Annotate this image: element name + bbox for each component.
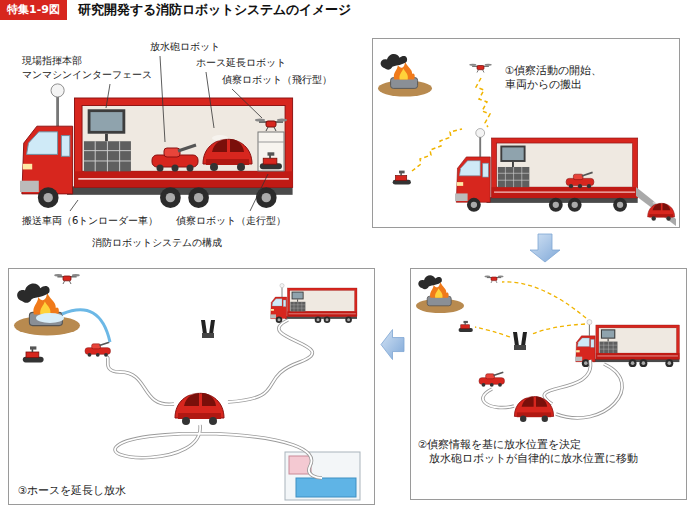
water-spray <box>62 310 110 342</box>
figure-badge: 特集1-9図 <box>0 0 67 20</box>
fire-hose-part <box>106 357 174 404</box>
fire-hose-part <box>544 360 590 404</box>
part-label: 偵察ロボット（走行型） <box>176 214 286 228</box>
crawler-robot <box>260 152 282 169</box>
transport-truck <box>20 84 293 208</box>
relay-antenna <box>201 320 215 338</box>
leader-line-part <box>206 72 214 128</box>
drone-cage <box>258 142 284 143</box>
badge-text: 特集1-9図 <box>7 3 60 17</box>
crawler-robot <box>393 171 411 185</box>
radio-signal <box>475 282 586 337</box>
radio-signal-part <box>476 78 490 127</box>
fire-hose-part <box>115 425 322 478</box>
part-label: ホース延長ロボット <box>196 56 286 70</box>
water-foam <box>36 313 64 323</box>
water-source <box>285 452 360 500</box>
part-label: 搬送車両（6トンローダー車） <box>22 214 158 228</box>
hose-robot <box>175 389 224 425</box>
scene-panel: ②偵察情報を基に放水位置を決定 放水砲ロボットが自律的に放水位置に移動 <box>410 268 687 500</box>
nozzle-robot <box>85 342 110 357</box>
leader-line-part <box>250 174 268 211</box>
radio-signal-part <box>475 327 510 337</box>
radio-signal-part <box>532 324 585 334</box>
flow-arrow <box>530 234 560 262</box>
drone-cage <box>258 132 284 171</box>
part-label: 放水砲ロボット <box>150 40 220 54</box>
hose-robot <box>203 135 252 171</box>
transport-truck <box>270 284 357 324</box>
crawler-robot <box>23 346 44 362</box>
part-label: 偵察ロボット（飛行型） <box>222 73 332 87</box>
scene-panel: ①偵察活動の開始、車両からの搬出 <box>372 38 680 228</box>
nozzle-robot <box>566 172 594 188</box>
fire-site <box>14 283 80 335</box>
fire-hose-part <box>483 389 514 408</box>
fire-hose-part <box>556 364 622 418</box>
fire-hose-part <box>544 360 590 404</box>
fire-hose-part <box>556 364 622 418</box>
hose-robot <box>648 201 675 221</box>
step-caption: ①偵察活動の開始、車両からの搬出 <box>505 63 671 91</box>
step-caption: ③ホースを延長し放水 <box>18 483 126 497</box>
leader-line-part <box>70 200 78 211</box>
fire-site <box>378 54 432 97</box>
water-source-part <box>296 478 356 497</box>
figure-title: 研究開発する消防ロボットシステムのイメージ <box>78 2 351 18</box>
relay-antenna <box>513 332 527 350</box>
radio-signal-part <box>502 282 586 318</box>
part-label: 現場指揮本部 マンマシンインターフェース <box>22 54 172 81</box>
scene-panel: ③ホースを延長し放水 <box>8 268 375 505</box>
step-three-scene <box>14 274 360 500</box>
fire-hose-part <box>115 425 322 478</box>
nozzle-robot <box>152 145 198 172</box>
fire-hose-part <box>228 320 312 402</box>
step-two-scene <box>416 275 679 422</box>
leader-line-part <box>106 84 110 108</box>
crawler-robot <box>459 321 473 332</box>
transport-truck <box>455 129 638 212</box>
step-caption: ②偵察情報を基に放水位置を決定 放水砲ロボットが自律的に放水位置に移動 <box>418 437 682 465</box>
leader-line-part <box>160 56 165 142</box>
drone-robot <box>484 276 503 284</box>
nozzle-robot <box>479 372 504 387</box>
drone-robot <box>255 119 287 132</box>
flow-arrow <box>381 330 404 360</box>
hose-robot <box>514 393 553 422</box>
radio-signal <box>412 78 490 171</box>
water-source-part <box>285 452 360 500</box>
step-one-scene <box>378 54 676 226</box>
leader-line-part <box>232 89 262 118</box>
fire-hose <box>106 320 322 478</box>
figure-subcaption: 消防ロボットシステムの構成 <box>92 236 222 250</box>
drone-robot <box>54 274 80 284</box>
fire-hose-part <box>228 320 312 402</box>
drone-robot <box>469 64 491 73</box>
fire-hose-part <box>483 389 514 408</box>
radio-signal-part <box>412 129 462 171</box>
loading-ramp <box>636 187 676 226</box>
fire-hose-part <box>106 357 174 404</box>
fire-site <box>416 275 464 313</box>
